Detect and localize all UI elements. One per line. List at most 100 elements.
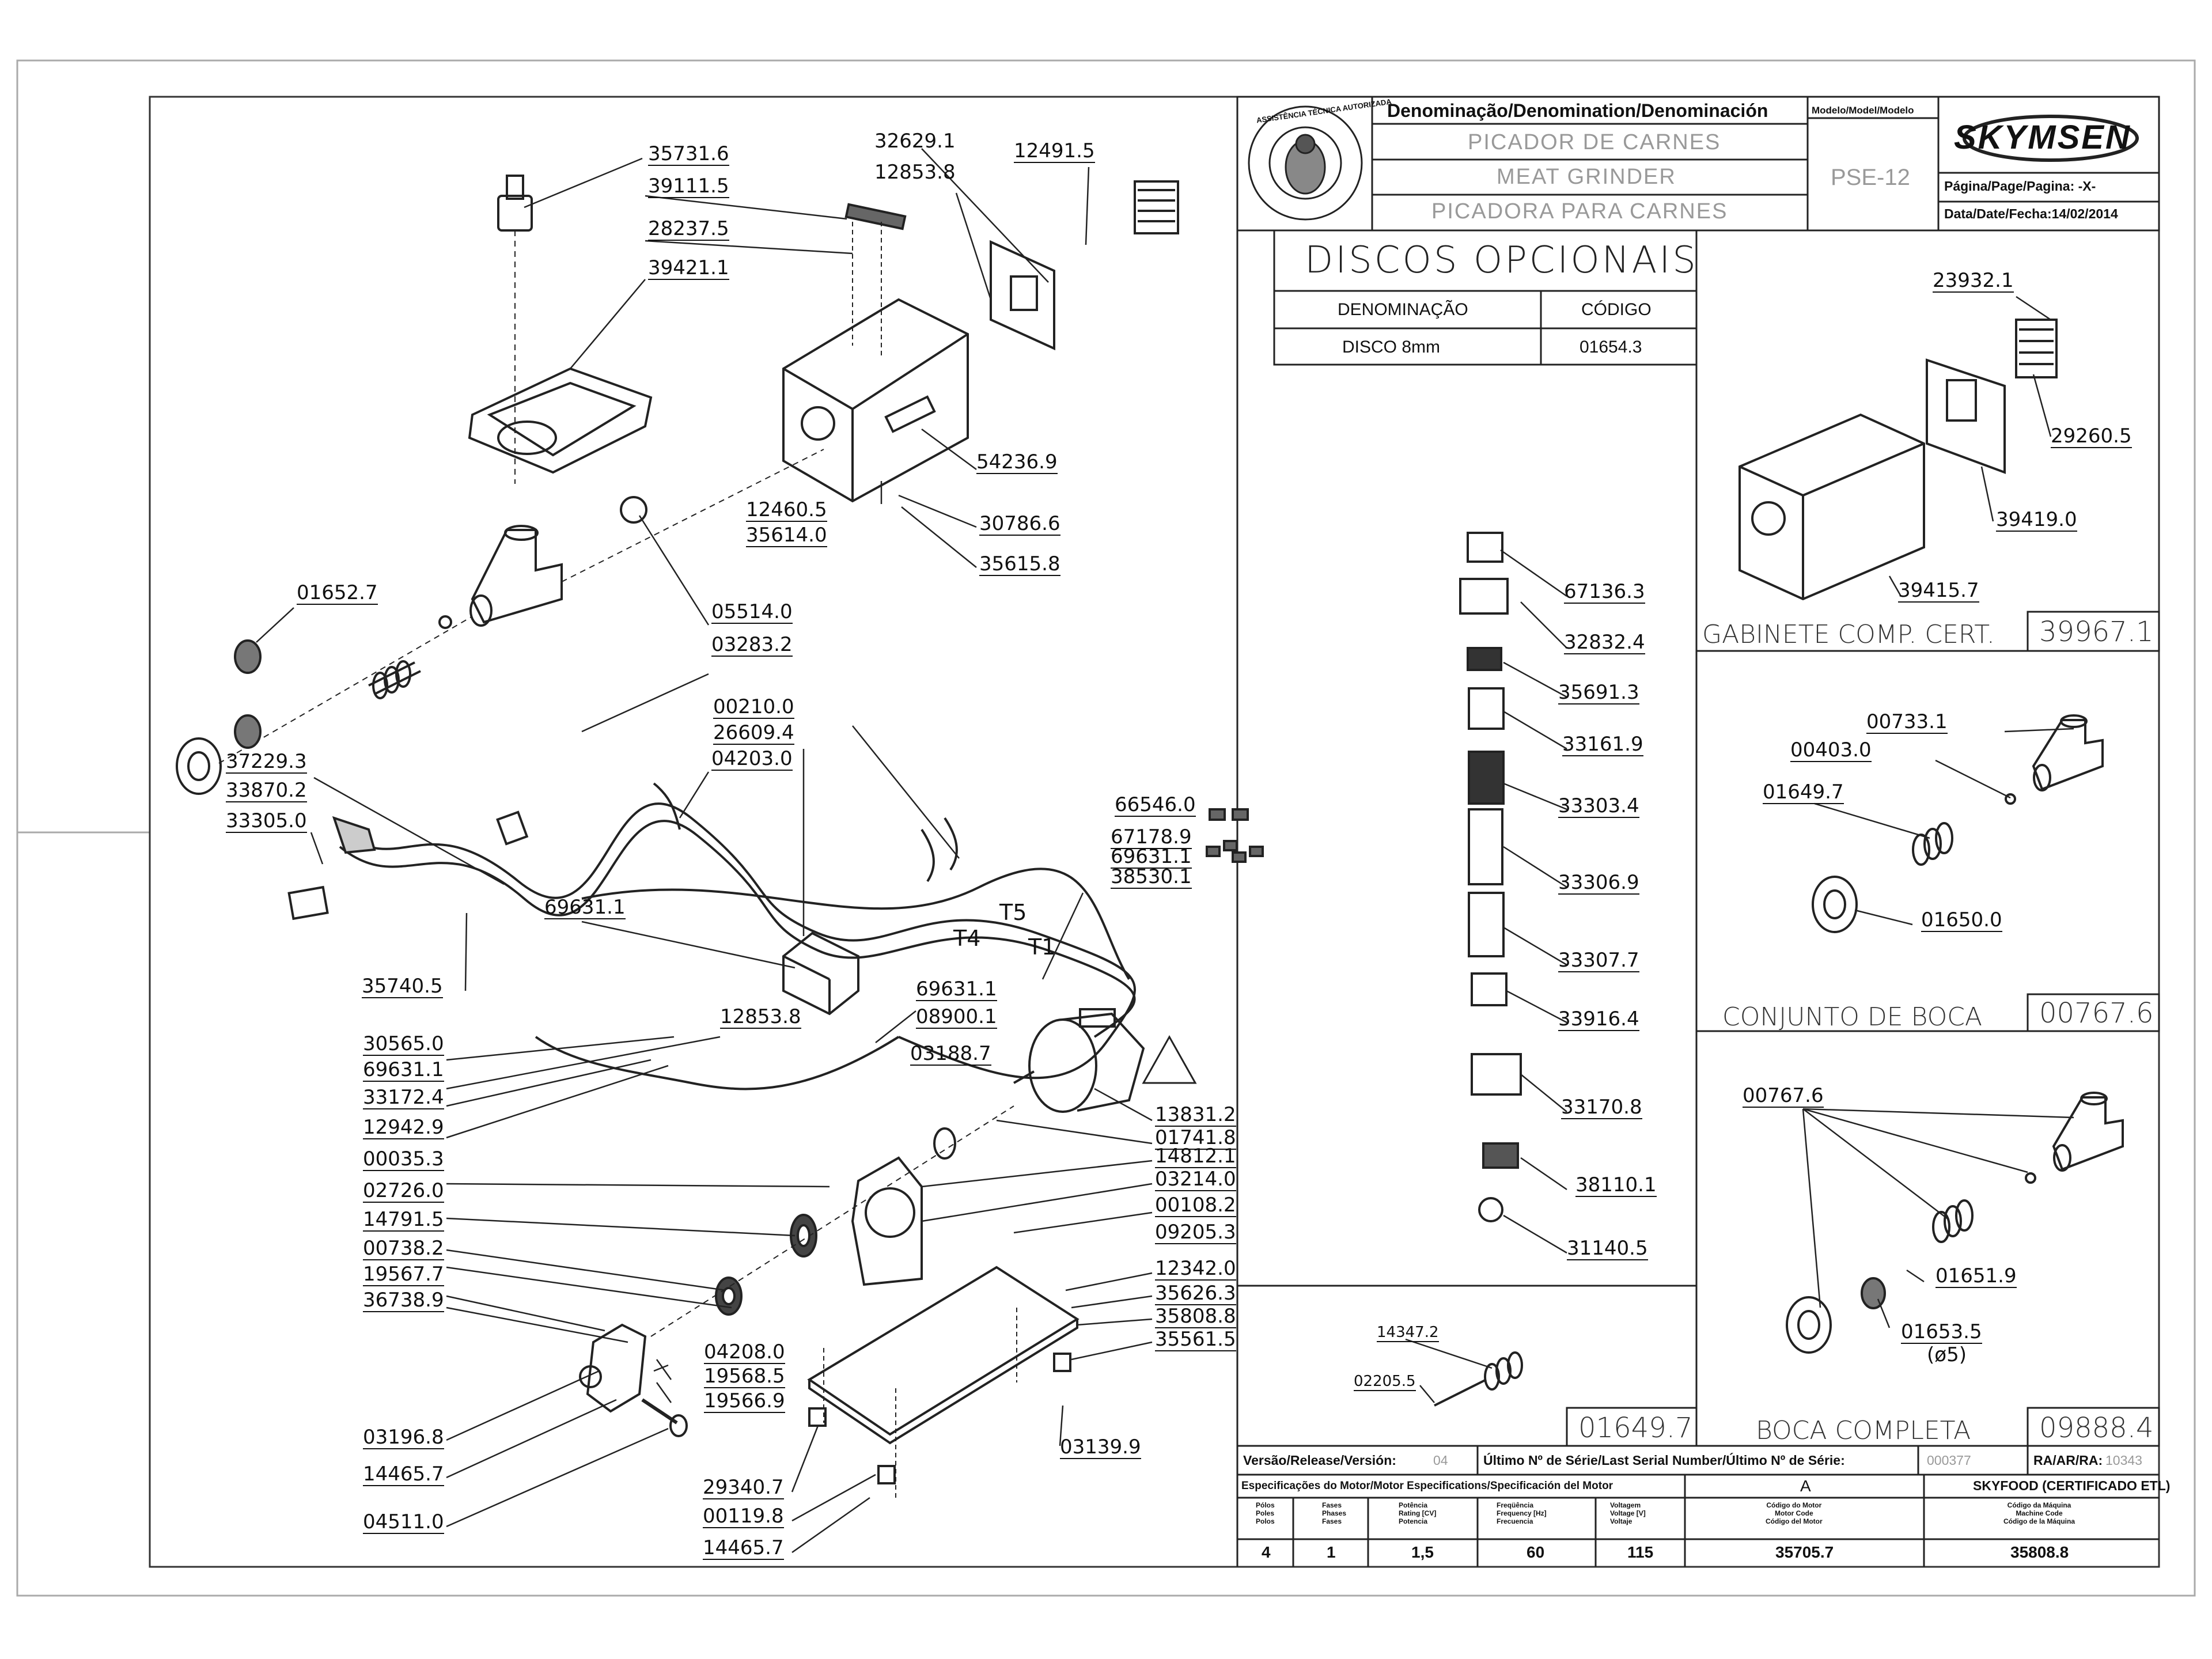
spec-label-motor-code: Código do Motor Motor Code Código del Mo… bbox=[1766, 1501, 1823, 1525]
part-label: 14812.1 bbox=[1155, 1145, 1236, 1168]
spec-value-machine-code: 35808.8 bbox=[2010, 1543, 2069, 1561]
part-label: 32832.4 bbox=[1564, 631, 1645, 654]
skymsen-logo-icon bbox=[1963, 115, 2139, 162]
cabinet-section-code: 39967.1 bbox=[2039, 616, 2154, 648]
part-label: 33306.9 bbox=[1558, 871, 1639, 895]
vent-grille-icon bbox=[1134, 180, 1179, 234]
part-label: 01650.0 bbox=[1921, 908, 2002, 932]
brand-logo: SKYMSEN bbox=[1954, 119, 2131, 156]
part-label: 00403.0 bbox=[1790, 738, 1872, 762]
part-label: 30565.0 bbox=[363, 1032, 444, 1056]
part-label: 04511.0 bbox=[363, 1510, 444, 1534]
part-label: 00108.2 bbox=[1155, 1194, 1236, 1217]
part-label: 35615.8 bbox=[979, 552, 1060, 576]
part-label: 39415.7 bbox=[1898, 579, 1979, 603]
spec-label-frequency: Freqüência Frequency [Hz] Frecuencia bbox=[1497, 1501, 1547, 1525]
part-label: 05514.0 bbox=[711, 600, 793, 624]
spec-value-poles: 4 bbox=[1262, 1543, 1271, 1561]
part-label: 04203.0 bbox=[711, 747, 793, 771]
part-label: 14465.7 bbox=[703, 1536, 784, 1560]
part-label: 67178.9 bbox=[1111, 825, 1192, 849]
part-label: 23932.1 bbox=[1933, 269, 2014, 293]
spec-label-voltage: Voltagem Voltage [V] Voltaje bbox=[1610, 1501, 1646, 1525]
part-label: 19566.9 bbox=[704, 1389, 785, 1413]
part-label: 29260.5 bbox=[2051, 425, 2132, 448]
product-name-pt: PICADOR DE CARNES bbox=[1468, 130, 1721, 154]
spec-value-frequency: 60 bbox=[1527, 1543, 1545, 1561]
part-label: 01651.9 bbox=[1936, 1264, 2017, 1288]
part-label: 12942.9 bbox=[363, 1116, 444, 1139]
version-label: Versão/Release/Versión: bbox=[1243, 1453, 1396, 1468]
product-name-es: PICADORA PARA CARNES bbox=[1431, 199, 1728, 224]
part-label: 12853.8 bbox=[720, 1005, 801, 1029]
discs-row-name: DISCO 8mm bbox=[1342, 338, 1441, 357]
part-label: 66546.0 bbox=[1115, 793, 1196, 817]
part-label: 32629.1 bbox=[874, 130, 956, 153]
part-label: 38110.1 bbox=[1575, 1173, 1657, 1197]
part-label: 01741.8 bbox=[1155, 1126, 1236, 1150]
part-label: 02726.0 bbox=[363, 1179, 444, 1203]
part-label: 30786.6 bbox=[979, 512, 1060, 536]
part-label: 19568.5 bbox=[704, 1365, 785, 1388]
mouth-set-section-code: 00767.6 bbox=[2039, 997, 2154, 1029]
spec-value-rating: 1,5 bbox=[1411, 1543, 1434, 1561]
part-label: 39421.1 bbox=[648, 256, 729, 280]
mouth-set-section-title: CONJUNTO DE BOCA bbox=[1722, 1002, 1983, 1032]
machine-type: SKYFOOD (CERTIFICADO ETL) bbox=[1973, 1478, 2171, 1493]
part-label: 03139.9 bbox=[1060, 1435, 1141, 1459]
part-label: 36738.9 bbox=[363, 1289, 444, 1312]
plug-icon bbox=[332, 816, 376, 854]
part-label: 12491.5 bbox=[1014, 139, 1095, 163]
part-label: 00733.1 bbox=[1866, 710, 1948, 734]
part-label: 35731.6 bbox=[648, 142, 729, 166]
part-label: 39111.5 bbox=[648, 175, 729, 198]
ra-value: 10343 bbox=[2105, 1453, 2142, 1468]
warning-triangle-icon bbox=[1142, 1035, 1197, 1084]
denomination-header: Denominação/Denomination/Denominación bbox=[1387, 100, 1768, 121]
wire-label-t5: T5 bbox=[999, 900, 1027, 925]
part-label: 01652.7 bbox=[297, 581, 378, 605]
motor-spec-header: Especificações do Motor/Motor Especifica… bbox=[1241, 1480, 1613, 1492]
part-label: 33916.4 bbox=[1558, 1007, 1639, 1031]
part-label: 00119.8 bbox=[703, 1505, 784, 1528]
motor-version-letter: A bbox=[1800, 1477, 1811, 1495]
spec-label-poles: Pólos Poles Polos bbox=[1256, 1501, 1275, 1525]
model-header: Modelo/Model/Modelo bbox=[1812, 105, 1914, 116]
terminal-block-icon bbox=[782, 931, 859, 1016]
version-value: 04 bbox=[1433, 1453, 1448, 1468]
part-label: 12853.8 bbox=[874, 161, 956, 184]
handle-icon bbox=[844, 203, 907, 230]
motor-icon bbox=[1013, 1008, 1145, 1113]
part-label: 67136.3 bbox=[1564, 580, 1645, 604]
part-label: 35614.0 bbox=[746, 524, 827, 547]
part-label: 03196.8 bbox=[363, 1426, 444, 1449]
part-label: 33870.2 bbox=[226, 779, 307, 802]
cabinet-section-title: GABINETE COMP. CERT. bbox=[1702, 620, 1995, 649]
date-label: Data/Date/Fecha:14/02/2014 bbox=[1944, 206, 2118, 221]
part-label: 33303.4 bbox=[1558, 794, 1639, 818]
part-label: 54236.9 bbox=[976, 450, 1058, 474]
part-label: 00210.0 bbox=[713, 695, 794, 719]
authorized-service-seal bbox=[1248, 105, 1363, 221]
part-label: 35740.5 bbox=[362, 975, 443, 998]
part-label: 03214.0 bbox=[1155, 1168, 1236, 1191]
back-plate-icon bbox=[990, 240, 1055, 351]
ring-nut-icon bbox=[176, 737, 222, 795]
part-label: 19567.7 bbox=[363, 1263, 444, 1286]
worm-screw-icon bbox=[368, 660, 421, 699]
spec-value-phases: 1 bbox=[1327, 1543, 1336, 1561]
part-label: 31140.5 bbox=[1567, 1237, 1648, 1260]
part-label: 03283.2 bbox=[711, 633, 793, 657]
part-label: 69631.1 bbox=[544, 896, 626, 919]
gearbox-cover-icon bbox=[586, 1323, 647, 1413]
mouth-body-icon bbox=[471, 529, 563, 624]
pusher-icon bbox=[506, 175, 524, 200]
disc-icon bbox=[234, 639, 262, 674]
part-label: 12342.0 bbox=[1155, 1257, 1236, 1281]
part-label: 00738.2 bbox=[363, 1237, 444, 1260]
spec-value-voltage: 115 bbox=[1627, 1543, 1654, 1561]
serial-label: Último Nº de Série/Last Serial Number/Úl… bbox=[1483, 1453, 1845, 1468]
part-label: (ø5) bbox=[1927, 1343, 1967, 1366]
complete-mouth-section-code: 09888.4 bbox=[2039, 1412, 2154, 1444]
